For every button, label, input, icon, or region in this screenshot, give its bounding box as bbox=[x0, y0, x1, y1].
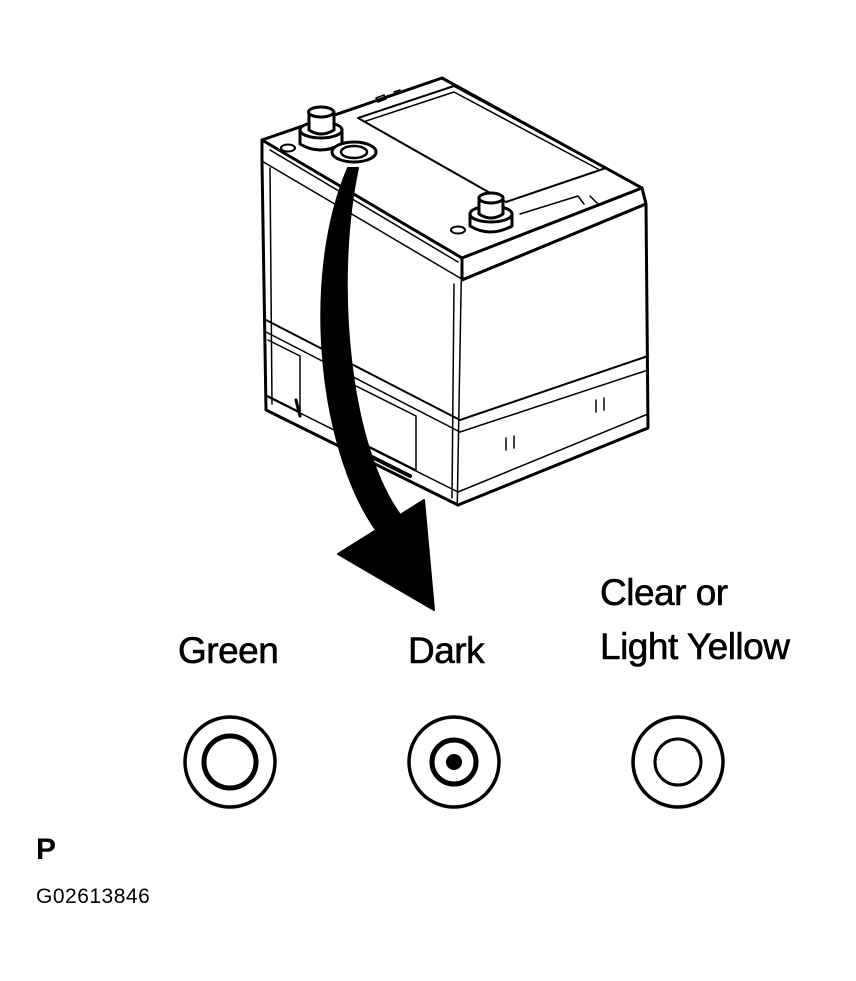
indicator-eye-icon bbox=[330, 140, 378, 164]
indicator-clear-icon bbox=[631, 715, 725, 809]
indicator-dark-icon bbox=[407, 715, 501, 809]
figure-code: G02613846 bbox=[36, 885, 151, 908]
battery-illustration bbox=[260, 76, 650, 507]
figure-letter: P bbox=[36, 833, 57, 866]
curved-arrow-icon bbox=[320, 167, 435, 611]
indicator-label-clear: Clear or Light Yellow bbox=[600, 566, 791, 674]
indicator-label-clear-line-2: Light Yellow bbox=[600, 626, 791, 668]
indicator-green-icon bbox=[183, 715, 277, 809]
indicator-label-green: Green bbox=[178, 630, 279, 672]
battery-terminal-icon bbox=[280, 105, 344, 153]
indicator-label-dark: Dark bbox=[408, 630, 485, 672]
indicator-label-clear-line-1: Clear or bbox=[600, 572, 729, 614]
battery-terminal-icon bbox=[450, 191, 514, 235]
